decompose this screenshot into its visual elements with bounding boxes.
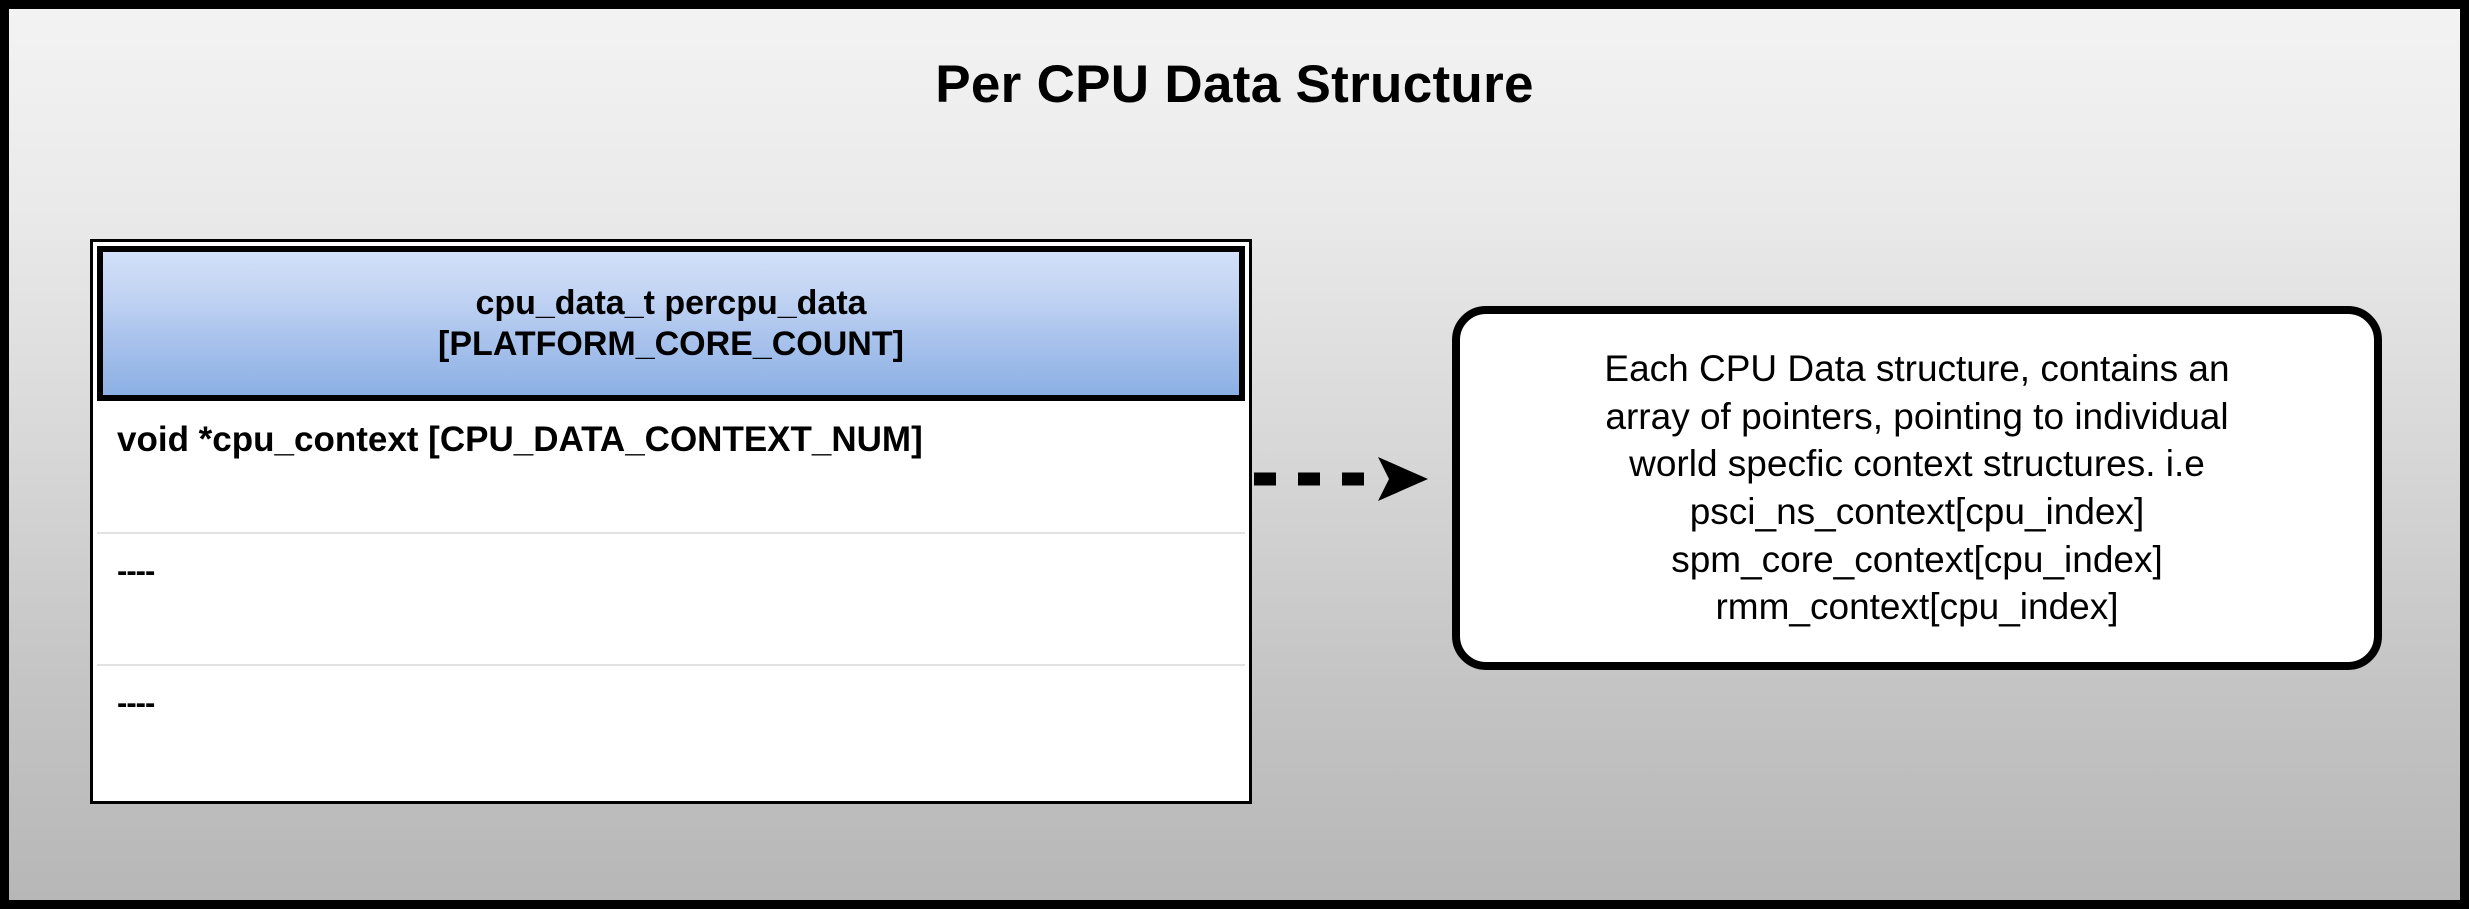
callout-line-4: psci_ns_context[cpu_index] bbox=[1689, 491, 2145, 532]
callout-note: Each CPU Data structure, contains an arr… bbox=[1452, 306, 2382, 670]
struct-field-placeholder-1: ---- bbox=[117, 552, 155, 588]
page-title: Per CPU Data Structure bbox=[935, 55, 1534, 114]
dashed-arrow-connector bbox=[1254, 457, 1428, 501]
callout-line-6: rmm_context[cpu_index] bbox=[1715, 586, 2119, 628]
struct-header-line-1: cpu_data_t percpu_data bbox=[475, 284, 867, 323]
callout-line-3: world specfic context structures. i.e bbox=[1629, 443, 2205, 485]
struct-field-cpu-context: void *cpu_context [CPU_DATA_CONTEXT_NUM] bbox=[117, 420, 923, 459]
callout-line-1: Each CPU Data structure, contains an bbox=[1604, 347, 2230, 389]
callout-line-5: spm_core_context[cpu_index] bbox=[1671, 538, 2163, 580]
callout-line-2: array of pointers, pointing to individua… bbox=[1605, 395, 2229, 437]
struct-table-header: cpu_data_t percpu_data [PLATFORM_CORE_CO… bbox=[97, 246, 1245, 401]
struct-field-placeholder-2: ---- bbox=[117, 685, 155, 721]
arrowhead-icon bbox=[1378, 457, 1428, 501]
table-row: void *cpu_context [CPU_DATA_CONTEXT_NUM] bbox=[97, 401, 1245, 532]
struct-header-line-2: [PLATFORM_CORE_COUNT] bbox=[438, 324, 904, 363]
table-row: ---- bbox=[97, 531, 1245, 665]
table-row: ---- bbox=[97, 664, 1245, 797]
struct-table-body: void *cpu_context [CPU_DATA_CONTEXT_NUM]… bbox=[97, 401, 1245, 797]
percpu-data-struct-table: cpu_data_t percpu_data [PLATFORM_CORE_CO… bbox=[90, 239, 1252, 804]
